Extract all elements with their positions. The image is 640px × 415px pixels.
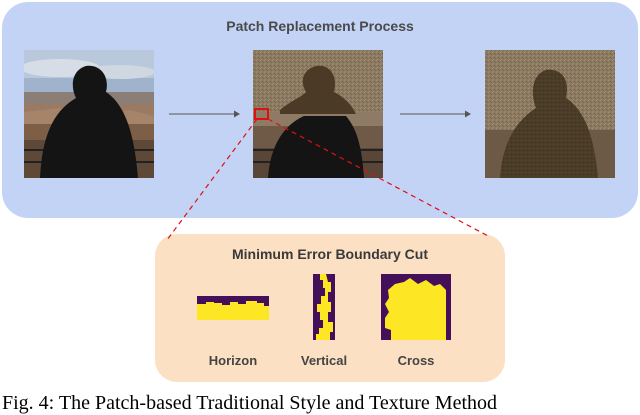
vertical-label: Vertical <box>300 353 348 368</box>
figure-caption: Fig. 4: The Patch-based Traditional Styl… <box>2 392 498 414</box>
boundary-cut-title: Minimum Error Boundary Cut <box>231 246 428 262</box>
patch-replacement-title: Patch Replacement Process <box>226 18 414 34</box>
zoom-line-left <box>166 118 258 241</box>
horizon-mask <box>197 296 269 320</box>
fully-textured-photo <box>485 50 615 178</box>
zoom-line-right <box>267 118 491 238</box>
horizon-label: Horizon <box>208 353 258 368</box>
arrow-right-icon <box>169 110 240 118</box>
arrow-right-icon <box>400 110 471 118</box>
vertical-mask <box>313 274 335 340</box>
cross-mask <box>381 274 451 340</box>
diagram-graphics <box>24 50 615 340</box>
partially-textured-photo <box>253 50 383 178</box>
original-photo <box>24 50 154 178</box>
cross-label: Cross <box>397 353 435 368</box>
highlight-patch-box <box>254 108 269 120</box>
